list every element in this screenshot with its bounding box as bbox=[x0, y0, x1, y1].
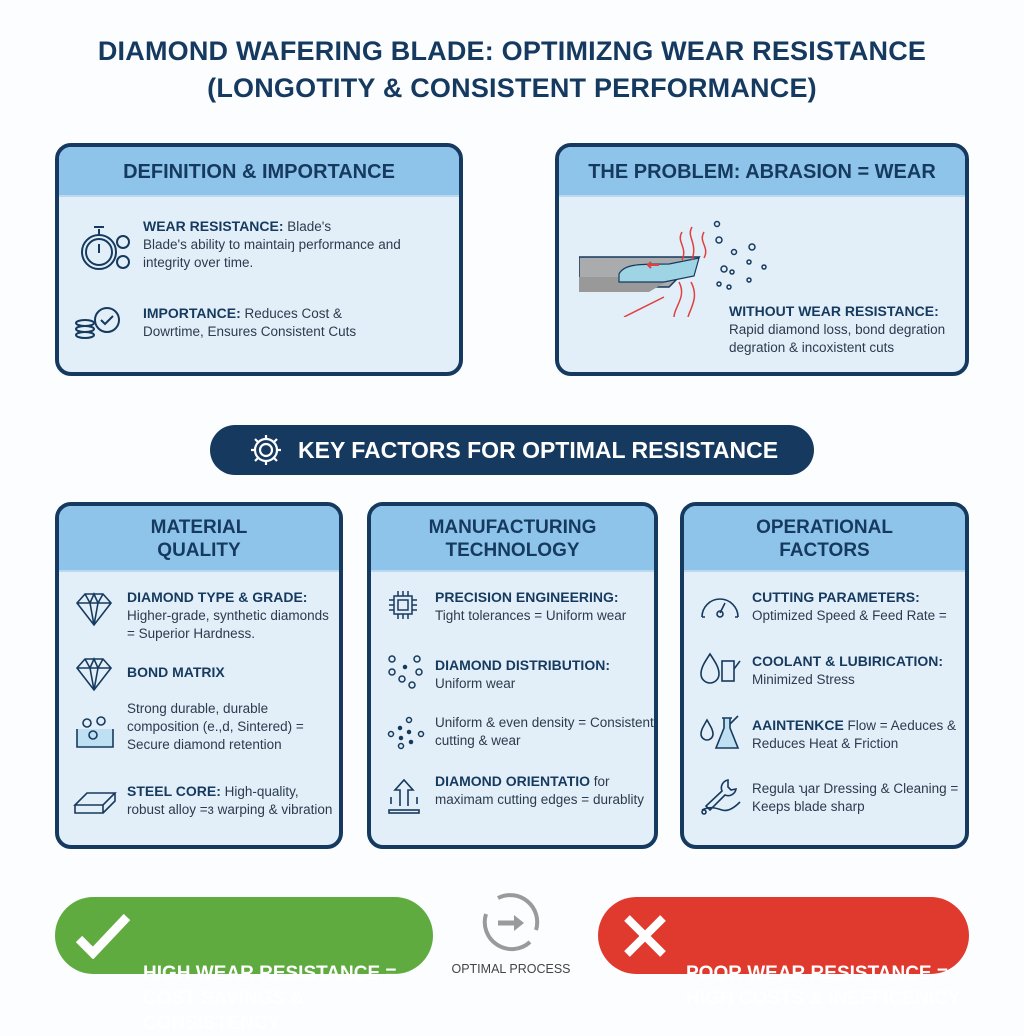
arrow-up-icon bbox=[388, 778, 420, 814]
diamond-orientation-label: DIAMOND ORIENTATIO bbox=[435, 773, 591, 789]
high-wear-resistance-pill: HIGH WEAR RESISTANCE = COST SAVINGS & CO… bbox=[55, 897, 433, 1034]
key-factors-banner: KEY FACTORS FOR OPTIMAL RESISTANCE bbox=[210, 425, 814, 475]
without-wear-label: WITHOUT WEAR RESISTANCE: bbox=[729, 303, 939, 319]
title-line-2: (LONGOTITY & CONSISTENT PERFORMANCE) bbox=[207, 73, 817, 103]
diamond-distribution-label: DIAMOND DISTRIBUTION: bbox=[435, 657, 610, 673]
problem-header: THE PROBLEM: ABRASION = WEAR bbox=[559, 147, 965, 197]
dressing-text: Regula ʮar Dressing & Cleaning = Keeps b… bbox=[752, 781, 959, 814]
density-text: Uniform & even density = Consistent cutt… bbox=[435, 715, 654, 748]
diamond-type-label: DIAMOND TYPE & GRADE: bbox=[127, 589, 308, 605]
wear-resistance-label: WEAR RESISTANCE: bbox=[143, 218, 284, 234]
diamond-icon bbox=[75, 657, 113, 692]
without-wear-text: Rapid diamond loss, bond degration degra… bbox=[729, 322, 946, 355]
importance-label: IMPORTANCE: bbox=[143, 305, 241, 321]
wrench-hand-icon bbox=[701, 779, 741, 815]
steel-core-label: STEEL CORE: bbox=[127, 783, 221, 799]
material-quality-panel: MATERIAL QUALITY DIAMOND TYPE & GRADE: Hi… bbox=[55, 502, 343, 849]
cycle-arrow-icon bbox=[482, 893, 540, 952]
stopwatch-gears-icon bbox=[81, 226, 130, 270]
definition-header: DEFINITION & IMPORTANCE bbox=[59, 147, 459, 197]
problem-panel: THE PROBLEM: ABRASION = WEAR WITHOUT WEA… bbox=[555, 143, 969, 376]
definition-panel: DEFINITION & IMPORTANCE WEAR RESISTANCE:… bbox=[55, 143, 463, 376]
importance-desc: Dowrtime, Ensures Consistent Cuts bbox=[143, 324, 357, 339]
gauge-icon bbox=[701, 598, 739, 618]
chip-icon bbox=[389, 591, 417, 619]
steel-bar-icon bbox=[73, 792, 117, 814]
bond-matrix-icon bbox=[76, 716, 114, 748]
droplet-can-icon bbox=[700, 652, 741, 684]
importance-text: Reduces Cost & bbox=[240, 306, 343, 321]
x-icon bbox=[624, 915, 666, 957]
poor-wear-text: POOR WEAR RESISTANCE = HIGH COSTS & INEF… bbox=[686, 963, 961, 1009]
precision-engineering-text: Tight tolerances = Uniform wear bbox=[435, 608, 627, 623]
poor-wear-resistance-pill: POOR WEAR RESISTANCE = HIGH COSTS & INEF… bbox=[598, 897, 969, 1009]
material-quality-header: MATERIAL QUALITY bbox=[59, 506, 339, 572]
coolant-text: Minimized Stress bbox=[752, 672, 855, 687]
worn-blade-icon bbox=[579, 220, 767, 317]
optimal-process-label: OPTIMAL PROCESS bbox=[451, 962, 571, 976]
key-factors-label: KEY FACTORS FOR OPTIMAL RESISTANCE bbox=[298, 437, 779, 463]
bond-composition-text: Strong durable, durable composition (e.,… bbox=[127, 701, 304, 752]
diamond-icon bbox=[75, 592, 113, 627]
title-line-1: DIAMOND WAFERING BLADE: OPTIMIZNG WEAR R… bbox=[97, 36, 927, 66]
manufacturing-technology-panel: MANUFACTURING TECHNOLOGY PRECISION ENGIN… bbox=[367, 502, 658, 849]
steel-core-text: High-quality, robust alloy =ɜ warping & … bbox=[127, 784, 333, 817]
cutting-parameters-text: Optimized Speed & Feed Rate = bbox=[752, 608, 947, 623]
high-wear-text: HIGH WEAR RESISTANCE = COST SAVINGS & CO… bbox=[143, 963, 397, 1034]
diamond-distribution-text: Uniform wear bbox=[435, 676, 516, 691]
wear-resistance-text: Blade's bbox=[283, 219, 332, 234]
gear-icon bbox=[251, 435, 281, 465]
diamond-type-text: Higher-grade, synthetic diamonds = Super… bbox=[127, 608, 329, 641]
operational-factors-panel: OPERATIONAL FACTORS CUTTING PARAMETERS: O… bbox=[680, 502, 969, 849]
coolant-label: COOLANT & LUBIRICATION: bbox=[752, 653, 944, 669]
checkmark-icon bbox=[75, 913, 131, 959]
cutting-parameters-label: CUTTING PARAMETERS: bbox=[752, 589, 920, 605]
maintenance-label: AAINTENKCE bbox=[752, 717, 844, 733]
dots-icon bbox=[387, 716, 425, 750]
droplet-flask-icon bbox=[700, 715, 740, 749]
maintenance-text: Flow = Aeduces & Reduces Heat & Friction bbox=[752, 718, 956, 751]
operational-header: OPERATIONAL FACTORS bbox=[684, 506, 965, 572]
diamond-orientation-text: for maximam cutting edges = durablity bbox=[435, 774, 644, 807]
wear-resistance-desc: Blade's ability to maintaiŋ performance … bbox=[143, 237, 401, 270]
dots-icon bbox=[388, 655, 423, 689]
bond-matrix-label: BOND MATRIX bbox=[127, 664, 225, 680]
precision-engineering-label: PRECISION ENGINEERING: bbox=[435, 589, 619, 605]
manufacturing-header: MANUFACTURING TECHNOLOGY bbox=[371, 506, 654, 572]
coins-check-icon bbox=[75, 307, 120, 339]
